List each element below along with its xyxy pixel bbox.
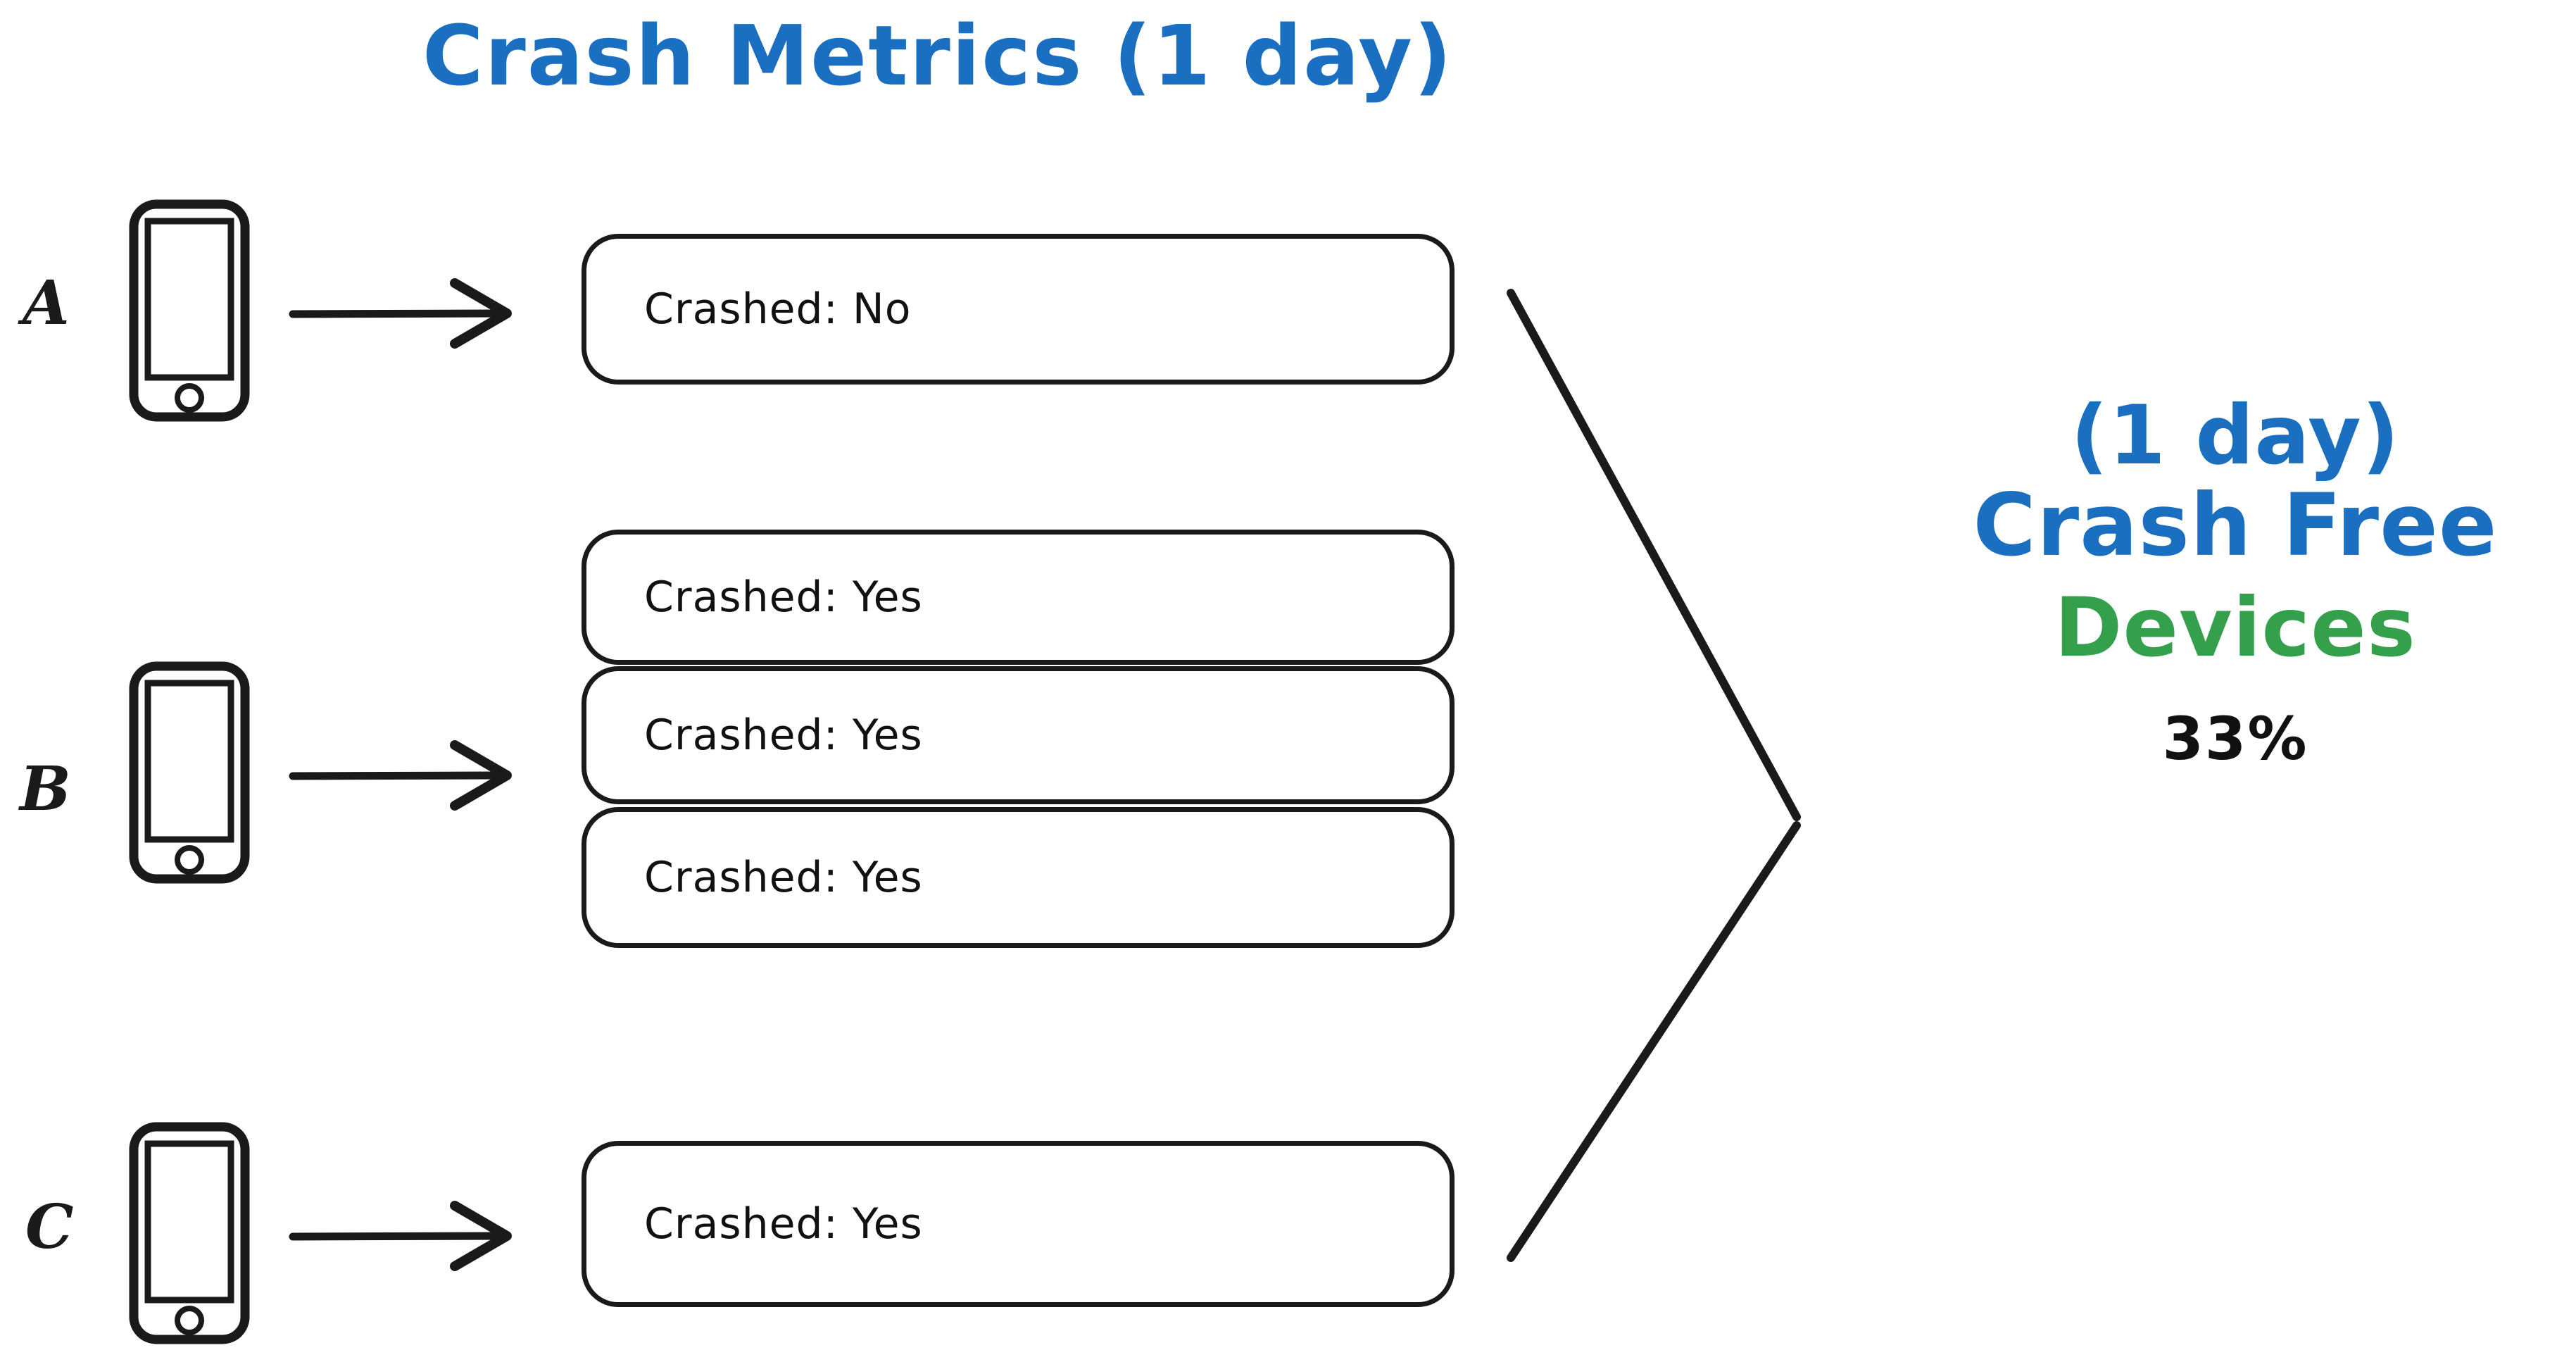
event-box[interactable]: Crashed: Yes bbox=[582, 807, 1455, 948]
phone-icon bbox=[127, 199, 253, 424]
converging-chevron-icon bbox=[1493, 275, 1859, 1275]
summary-panel: (1 day) Crash Free Devices 33% bbox=[1901, 394, 2570, 770]
event-label: Crashed: No bbox=[644, 285, 912, 334]
device-label-b: B bbox=[20, 754, 71, 825]
event-label: Crashed: Yes bbox=[644, 711, 923, 760]
event-label: Crashed: Yes bbox=[644, 1199, 923, 1249]
arrow-right-icon bbox=[287, 275, 527, 352]
event-box[interactable]: Crashed: Yes bbox=[582, 530, 1455, 665]
page-title: Crash Metrics (1 day) bbox=[422, 7, 1453, 104]
event-label: Crashed: Yes bbox=[644, 573, 923, 622]
summary-metric: Crash Free bbox=[1973, 475, 2498, 576]
phone-icon bbox=[127, 661, 253, 886]
phone-icon bbox=[127, 1121, 253, 1347]
device-label-a: A bbox=[23, 268, 70, 339]
event-label: Crashed: Yes bbox=[644, 853, 923, 902]
event-box[interactable]: Crashed: Yes bbox=[582, 1141, 1455, 1307]
event-box[interactable]: Crashed: Yes bbox=[582, 666, 1455, 804]
device-label-c: C bbox=[25, 1192, 74, 1263]
event-box[interactable]: Crashed: No bbox=[582, 234, 1455, 385]
arrow-right-icon bbox=[287, 1197, 527, 1275]
arrow-right-icon bbox=[287, 737, 527, 814]
summary-subject: Devices bbox=[2054, 580, 2416, 675]
summary-period: (1 day) bbox=[2071, 388, 2400, 483]
summary-value: 33% bbox=[2162, 704, 2308, 774]
